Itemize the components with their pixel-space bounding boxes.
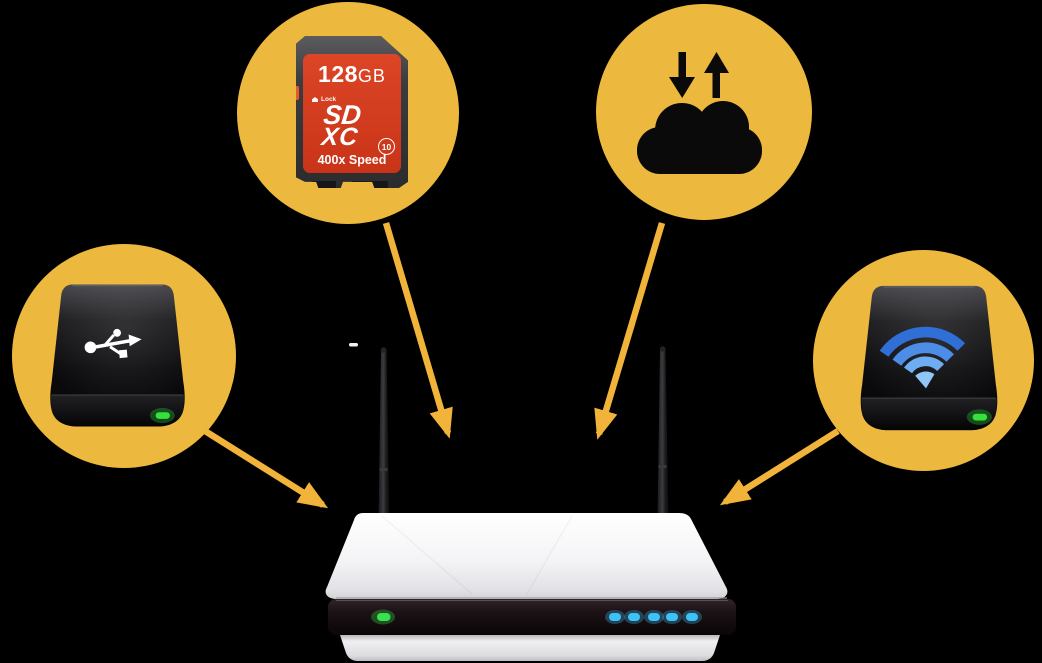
lock-icon — [312, 97, 318, 102]
router-front-panel — [328, 599, 736, 635]
router-led-green — [377, 613, 391, 621]
sd-speed-label: 400x Speed — [317, 153, 387, 167]
usb-icon — [84, 328, 142, 359]
drive-front-band — [861, 398, 997, 431]
sd-lock-slider — [296, 86, 299, 100]
sd-capacity: 128GB — [303, 61, 401, 88]
router-led-blue — [686, 613, 698, 621]
router-led-blue — [648, 613, 660, 621]
router-led-blue — [609, 613, 621, 621]
sd-card: 128GB Lock SD XC 10 400x Speed — [296, 36, 408, 188]
router-leds-blue — [605, 610, 702, 624]
sd-capacity-number: 128 — [318, 61, 358, 87]
router-top — [325, 513, 728, 599]
sdxc-logo: SD XC — [320, 100, 363, 151]
router-led-blue — [666, 613, 678, 621]
sd-contact-pin — [312, 181, 336, 188]
wifi-drive — [860, 285, 998, 431]
sd-capacity-unit: GB — [357, 66, 386, 86]
usb-drive — [50, 284, 185, 427]
sd-lock-row: Lock — [312, 96, 336, 103]
router-led-blue — [628, 613, 640, 621]
sd-card-label: 128GB Lock SD XC 10 400x Speed — [303, 54, 401, 173]
cloud-icon — [637, 101, 762, 174]
cloud-sync-icon — [637, 52, 762, 174]
arrow-usb-to-router — [203, 428, 329, 509]
sd-class10-badge: 10 — [378, 138, 395, 155]
wifi-icon — [879, 326, 966, 389]
highlight-dash — [349, 343, 358, 347]
upload-arrow-icon — [704, 52, 729, 98]
drive-led-green — [155, 412, 170, 419]
router-base — [340, 635, 720, 661]
drive-led-green — [972, 413, 988, 421]
router — [325, 343, 736, 661]
sd-lock-label: Lock — [321, 96, 337, 103]
download-arrow-icon — [669, 52, 695, 98]
drive-front-band — [50, 395, 185, 427]
